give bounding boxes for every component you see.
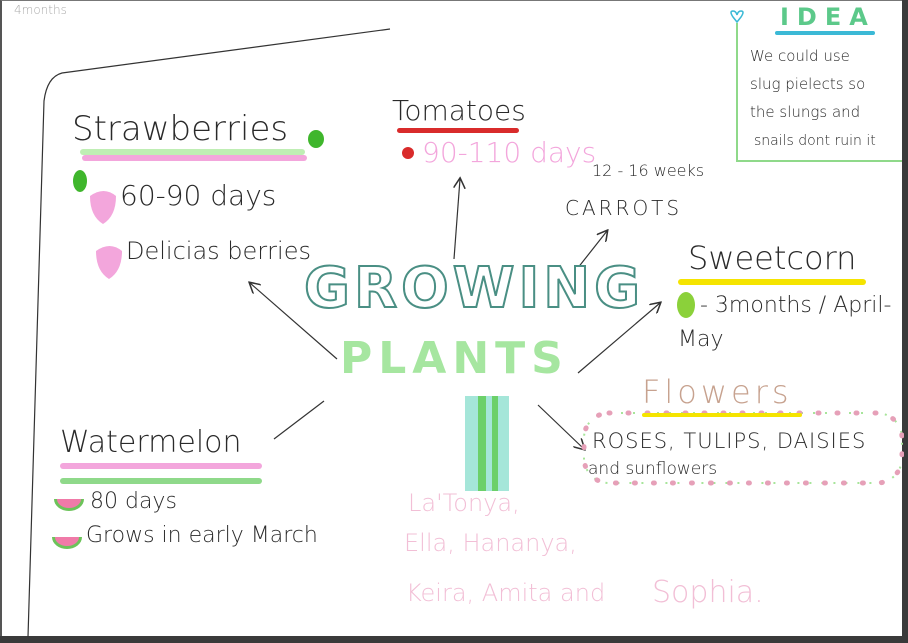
watermelon-item: Grows in early March <box>86 523 318 548</box>
authors-line: Ella, Hananya, <box>404 529 577 557</box>
stem-drawing <box>465 396 509 491</box>
arrow-watermelon <box>273 400 325 440</box>
arrow-flowers <box>537 404 584 449</box>
corn-icon <box>677 292 695 318</box>
corner-note: 4months <box>14 3 67 17</box>
flowers-title: Flowers <box>642 373 793 411</box>
carrots-title: CARROTS <box>565 196 683 220</box>
central-title-plants: PLANTS <box>340 333 569 384</box>
arrow-sweetcorn <box>577 303 660 374</box>
central-title-growing: GROWING <box>303 255 645 322</box>
authors-line: Keira, Amita and <box>406 579 606 607</box>
strawberries-item: 60-90 days <box>120 179 277 212</box>
watermelon-title: Watermelon <box>60 425 242 460</box>
idea-border <box>736 23 902 162</box>
leaf-icon <box>308 130 324 148</box>
carrots-duration: 12 - 16 weeks <box>592 161 705 180</box>
flowers-list: ROSES, TULIPS, DAISIES <box>592 429 867 453</box>
idea-title: IDEA <box>780 3 876 31</box>
flowers-list-cont: and sunflowers <box>588 459 718 479</box>
authors-line: La'Tonya, <box>408 489 520 517</box>
heart-icon <box>730 10 744 24</box>
leaf-icon <box>73 170 87 192</box>
arrow-tomatoes <box>454 179 460 260</box>
strawberry-icon <box>90 191 116 224</box>
watermelon-item: 80 days <box>90 489 177 514</box>
strawberries-title: Strawberries <box>72 109 289 149</box>
tomato-icon <box>402 147 414 159</box>
arrow-carrots <box>576 231 607 270</box>
sweetcorn-title: Sweetcorn <box>688 239 857 277</box>
idea-line: We could use <box>750 47 850 65</box>
idea-line: slug pielects so <box>750 75 866 93</box>
idea-line: the slungs and <box>750 103 861 121</box>
vine-line <box>27 28 391 637</box>
sweetcorn-detail: - 3months / April- <box>700 293 892 318</box>
strawberry-icon <box>96 246 122 279</box>
authors-line: Sophia. <box>652 575 764 610</box>
tomatoes-detail: 90-110 days <box>422 136 597 169</box>
sweetcorn-detail-cont: May <box>678 327 724 352</box>
strawberries-item: Delicias berries <box>126 237 311 265</box>
idea-line: snails dont ruin it <box>754 133 876 149</box>
arrow-strawberries <box>250 283 338 360</box>
tomatoes-title: Tomatoes <box>392 94 526 127</box>
